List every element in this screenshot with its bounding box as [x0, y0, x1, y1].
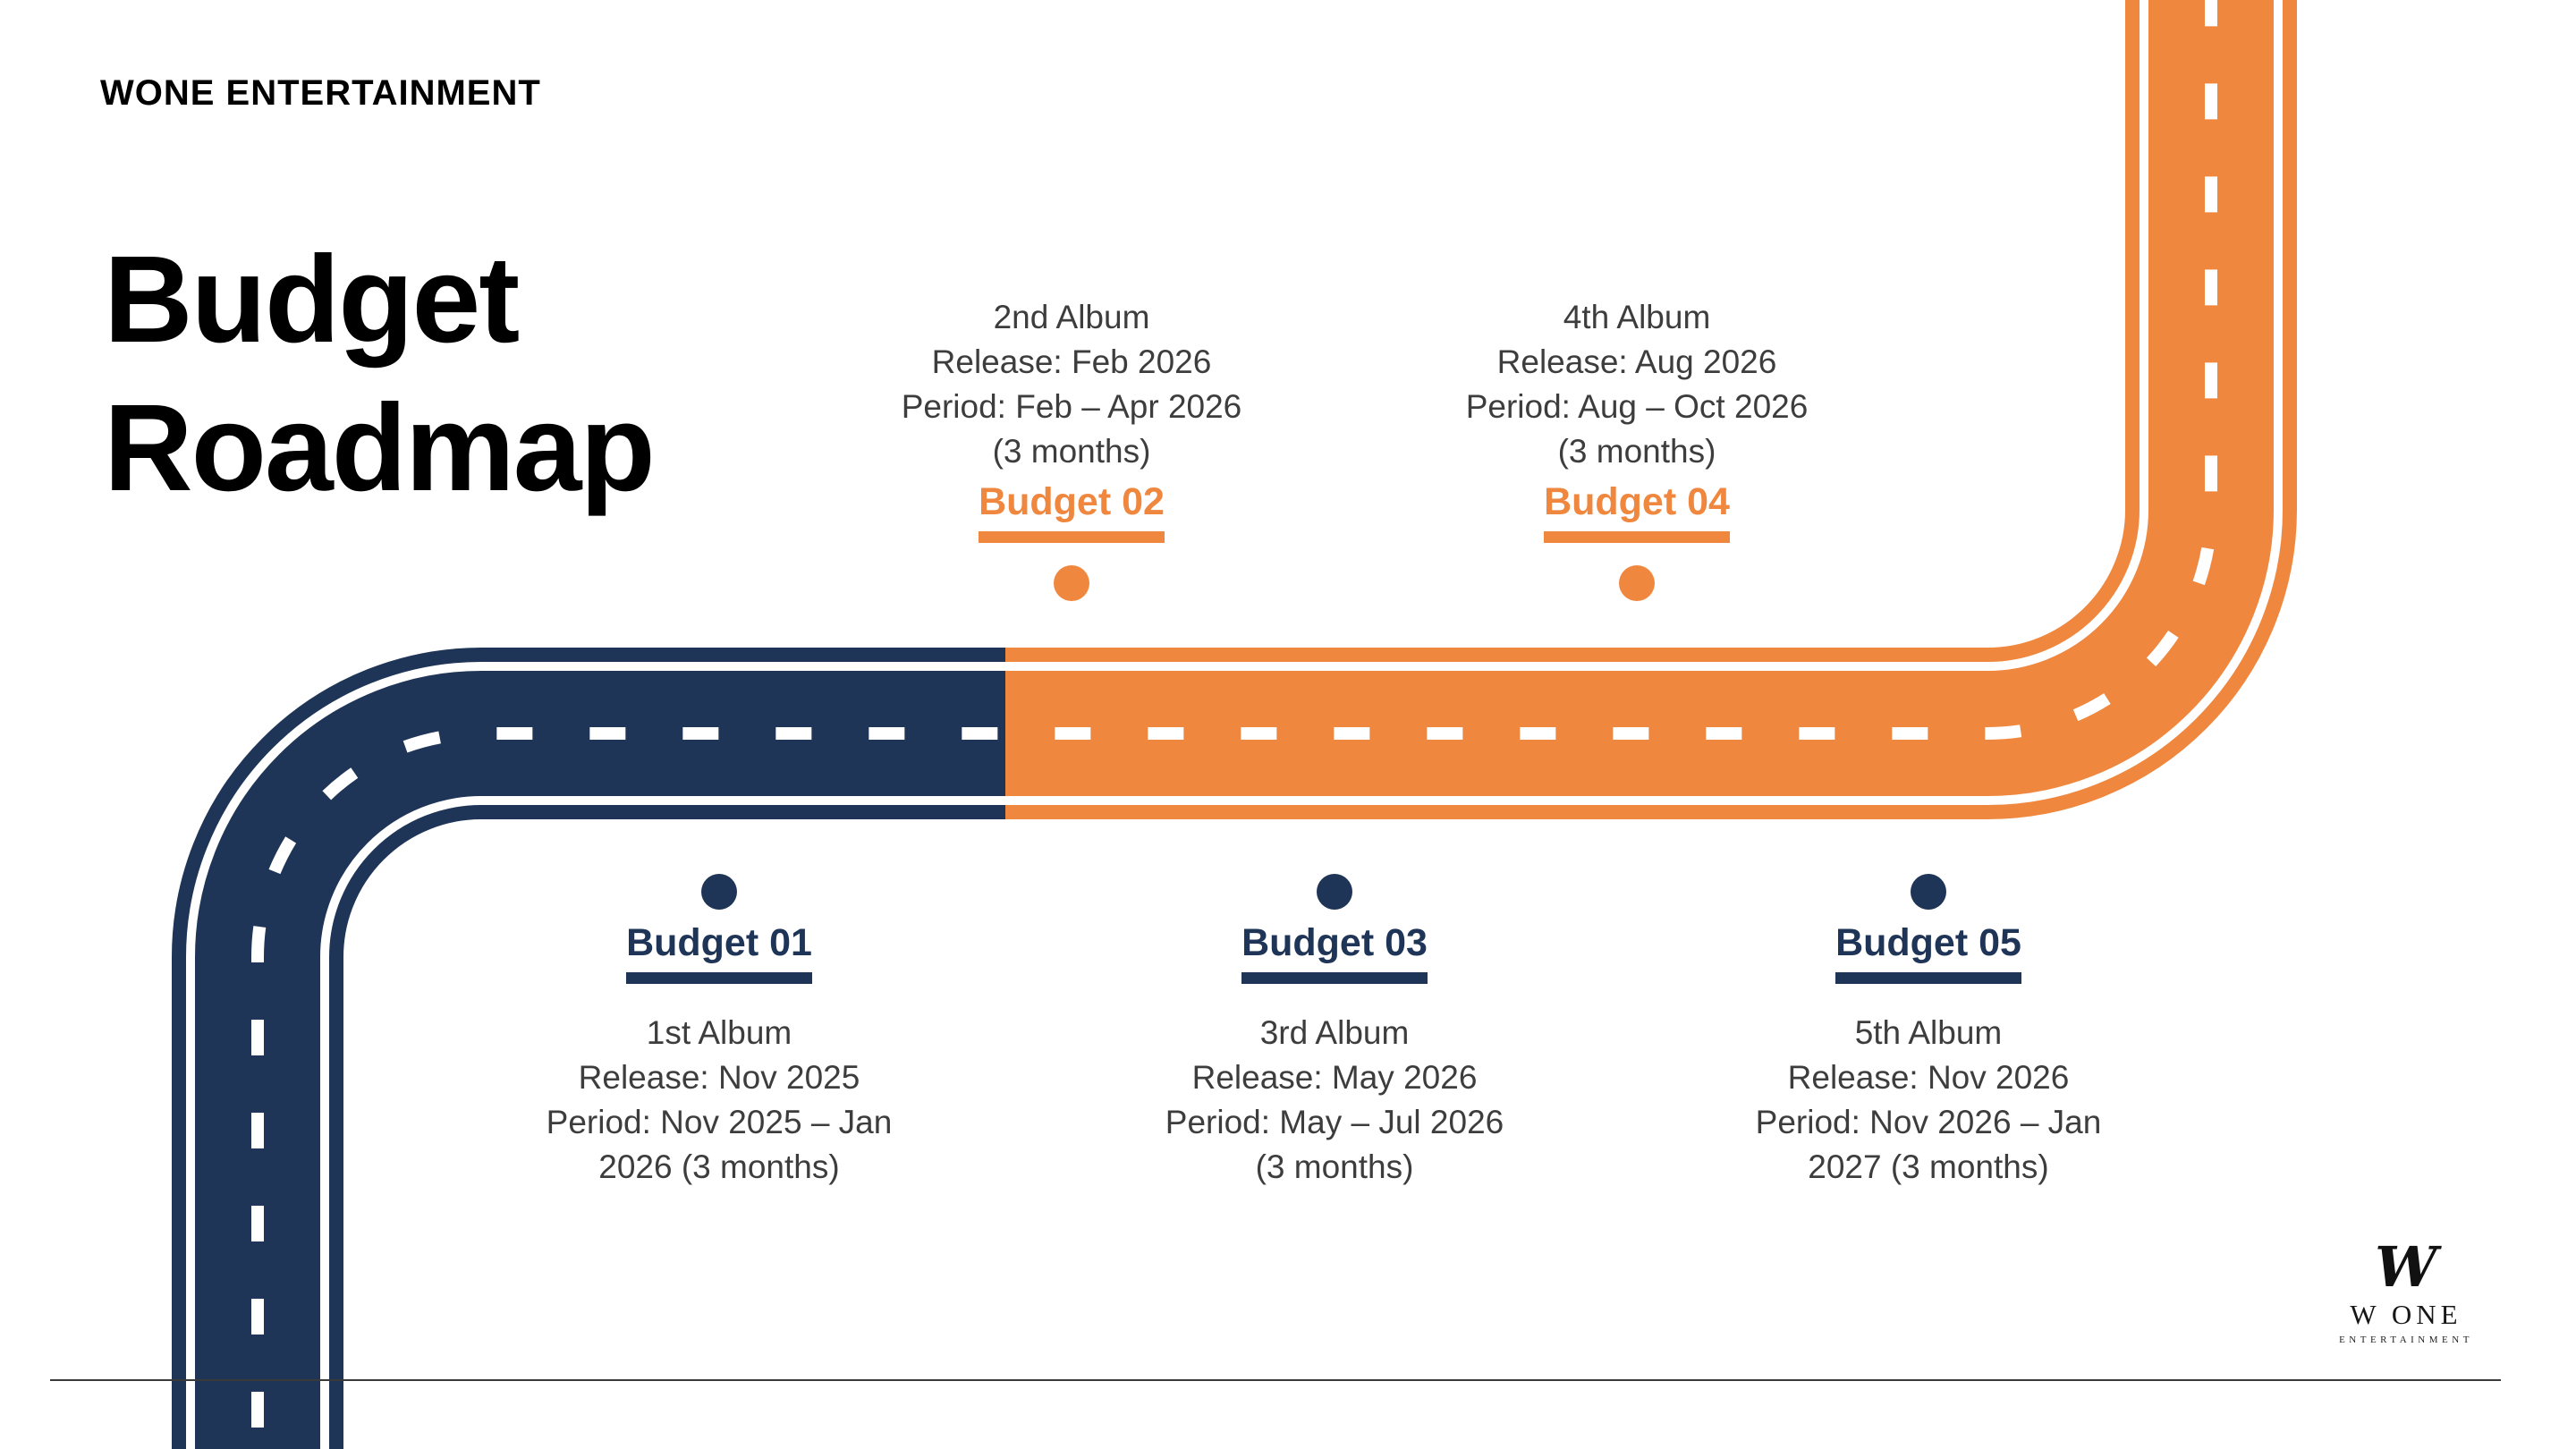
milestone-budget-05: Budget 05 5th Album Release: Nov 2026 Pe…	[1714, 872, 2143, 1190]
milestone-dot-icon	[1317, 874, 1352, 910]
milestone-album: 5th Album	[1854, 1014, 2003, 1051]
milestone-dot-icon	[701, 874, 737, 910]
milestone-duration: (3 months)	[1557, 433, 1716, 470]
milestone-duration: 2026 (3 months)	[598, 1148, 840, 1185]
milestone-period: Period: Feb – Apr 2026	[901, 388, 1242, 425]
milestone-period: Period: Nov 2025 – Jan	[546, 1104, 893, 1140]
accent-underline	[1544, 531, 1730, 543]
milestone-label: Budget 05	[1835, 921, 2021, 964]
milestone-details: 3rd Album Release: May 2026 Period: May …	[1165, 1011, 1504, 1190]
accent-underline	[979, 531, 1165, 543]
page-title-line1: Budget	[104, 231, 520, 369]
milestone-details: 2nd Album Release: Feb 2026 Period: Feb …	[902, 295, 1242, 474]
page-title-line2: Roadmap	[104, 379, 656, 517]
milestone-album: 2nd Album	[993, 299, 1150, 335]
milestone-album: 4th Album	[1563, 299, 1711, 335]
milestone-budget-04: 4th Album Release: Aug 2026 Period: Aug …	[1422, 295, 1852, 601]
road-edge-line-outer	[186, 0, 2148, 1449]
milestone-details: 4th Album Release: Aug 2026 Period: Aug …	[1466, 295, 1809, 474]
milestone-period: Period: May – Jul 2026	[1165, 1104, 1504, 1140]
milestone-budget-02: 2nd Album Release: Feb 2026 Period: Feb …	[857, 295, 1286, 601]
milestone-details: 1st Album Release: Nov 2025 Period: Nov …	[547, 1011, 893, 1190]
milestone-details: 5th Album Release: Nov 2026 Period: Nov …	[1756, 1011, 2102, 1190]
milestone-duration: (3 months)	[1255, 1148, 1414, 1185]
milestone-period: Period: Aug – Oct 2026	[1465, 388, 1809, 425]
milestone-label: Budget 03	[1241, 921, 1428, 964]
milestone-duration: 2027 (3 months)	[1808, 1148, 2049, 1185]
milestone-budget-03: Budget 03 3rd Album Release: May 2026 Pe…	[1120, 872, 1549, 1190]
page-title: Budget Roadmap	[104, 225, 656, 522]
milestone-period: Period: Nov 2026 – Jan	[1755, 1104, 2102, 1140]
milestone-album: 3rd Album	[1259, 1014, 1410, 1051]
brand-logo: W W ONE ENTERTAINMENT	[2326, 1234, 2487, 1346]
milestone-album: 1st Album	[646, 1014, 792, 1051]
milestone-duration: (3 months)	[992, 433, 1151, 470]
brand-header: WONE ENTERTAINMENT	[100, 73, 541, 113]
milestone-dot-icon	[1911, 874, 1946, 910]
accent-underline	[626, 972, 812, 984]
milestone-dot-icon	[1054, 565, 1089, 601]
logo-subtitle: ENTERTAINMENT	[2339, 1335, 2473, 1345]
milestone-release: Release: Nov 2026	[1787, 1059, 2070, 1096]
milestone-budget-01: Budget 01 1st Album Release: Nov 2025 Pe…	[504, 872, 934, 1190]
milestone-dot-icon	[1619, 565, 1655, 601]
divider-line	[50, 1379, 2501, 1381]
road-center-dashed-line	[251, 0, 2217, 1449]
logo-name: W ONE	[2350, 1299, 2462, 1330]
milestone-label: Budget 01	[626, 921, 812, 964]
accent-underline	[1835, 972, 2021, 984]
milestone-release: Release: Aug 2026	[1496, 343, 1777, 380]
accent-underline	[1241, 972, 1428, 984]
milestone-release: Release: May 2026	[1191, 1059, 1478, 1096]
w-monogram-icon: W	[2375, 1234, 2437, 1300]
milestone-label: Budget 04	[1544, 480, 1730, 523]
road-edge-line-inner	[320, 0, 2283, 1449]
milestone-release: Release: Feb 2026	[931, 343, 1212, 380]
milestone-release: Release: Nov 2025	[578, 1059, 860, 1096]
milestone-label: Budget 02	[979, 480, 1165, 523]
